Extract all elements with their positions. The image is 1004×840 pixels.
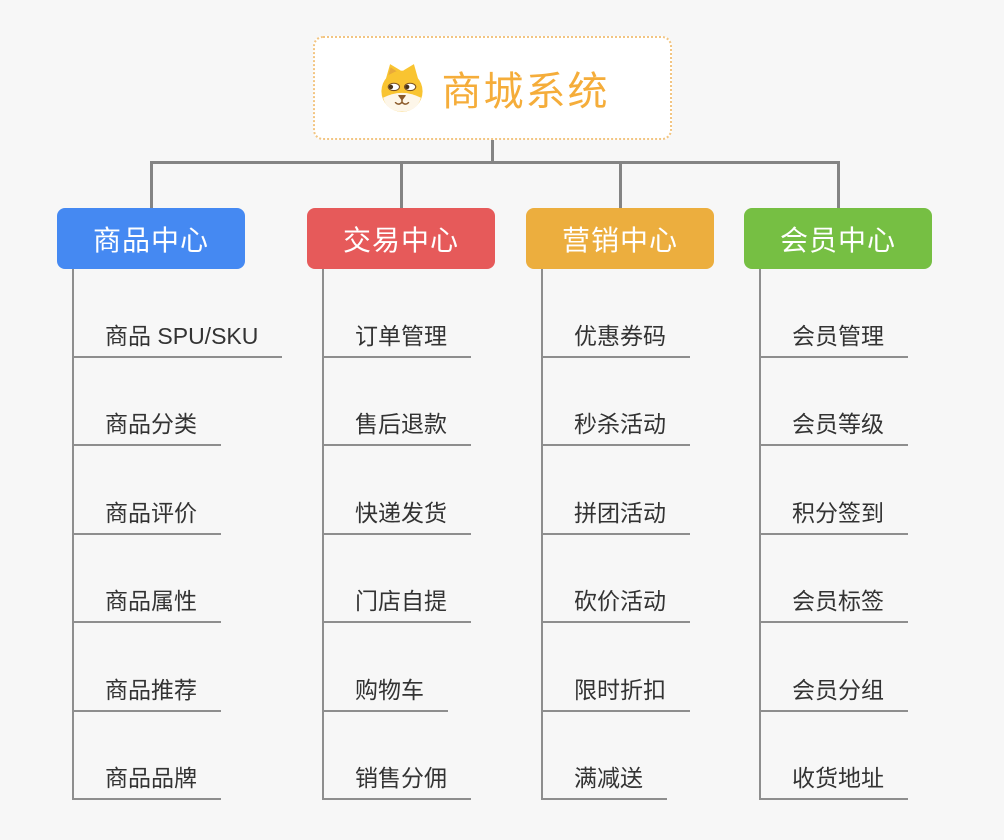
leaf-node[interactable]: 会员分组	[759, 672, 908, 712]
leaf-node-label: 商品评价	[105, 500, 197, 526]
branch-connector-stub-1	[399, 161, 403, 208]
branch-node-label: 会员中心	[779, 224, 896, 256]
root-node[interactable]: 商城系统	[313, 36, 672, 140]
leaf-node-label: 快递发货	[355, 500, 447, 526]
leaf-node[interactable]: 秒杀活动	[541, 406, 690, 446]
leaf-node[interactable]: 售后退款	[322, 406, 471, 446]
leaf-node[interactable]: 满减送	[541, 760, 667, 800]
leaf-node-label: 优惠券码	[574, 323, 666, 349]
leaf-node[interactable]: 商品 SPU/SKU	[72, 318, 283, 358]
root-node-title: 商城系统	[441, 70, 610, 114]
branch-connector-stub-0	[149, 161, 153, 208]
leaf-node[interactable]: 购物车	[322, 672, 448, 712]
branch-node-3[interactable]: 会员中心	[744, 208, 932, 269]
leaf-node[interactable]: 会员等级	[759, 406, 908, 446]
branch-node-label: 营销中心	[561, 224, 678, 256]
leaf-node-label: 售后退款	[355, 411, 447, 437]
leaf-node[interactable]: 积分签到	[759, 495, 908, 535]
leaf-node[interactable]: 商品推荐	[72, 672, 221, 712]
leaf-node[interactable]: 销售分佣	[322, 760, 471, 800]
leaf-node-label: 满减送	[574, 765, 643, 791]
leaf-node[interactable]: 会员标签	[759, 583, 908, 623]
leaf-node-label: 会员标签	[792, 588, 884, 614]
leaf-node[interactable]: 优惠券码	[541, 318, 690, 358]
leaf-node-label: 会员等级	[792, 411, 884, 437]
branch-node-label: 商品中心	[92, 224, 209, 256]
leaf-node-label: 购物车	[355, 677, 424, 703]
dog-icon	[380, 64, 423, 112]
branch-connector-stub-3	[836, 161, 840, 208]
leaf-node-label: 限时折扣	[574, 677, 666, 703]
leaf-node-label: 商品 SPU/SKU	[105, 323, 259, 349]
branch-node-0[interactable]: 商品中心	[57, 208, 245, 269]
leaf-node-label: 会员管理	[792, 323, 884, 349]
leaf-node-label: 积分签到	[792, 500, 884, 526]
leaf-node[interactable]: 商品品牌	[72, 760, 221, 800]
leaf-node-label: 秒杀活动	[574, 411, 666, 437]
leaf-node-label: 商品分类	[105, 411, 197, 437]
leaf-node[interactable]: 商品分类	[72, 406, 221, 446]
leaf-node[interactable]: 砍价活动	[541, 583, 690, 623]
leaf-node-label: 会员分组	[792, 677, 884, 703]
leaf-node-label: 销售分佣	[355, 765, 447, 791]
branch-node-label: 交易中心	[342, 224, 459, 256]
leaf-node[interactable]: 订单管理	[322, 318, 471, 358]
branches-connector-rail	[149, 161, 840, 164]
leaf-node[interactable]: 商品评价	[72, 495, 221, 535]
branch-connector-stub-2	[618, 161, 622, 208]
leaf-node-label: 订单管理	[355, 323, 447, 349]
leaf-node-label: 商品属性	[105, 588, 197, 614]
leaf-node-label: 门店自提	[355, 588, 447, 614]
leaf-node-label: 商品品牌	[105, 765, 197, 791]
leaf-node-label: 收货地址	[792, 765, 884, 791]
root-connector-stub	[491, 140, 494, 164]
leaf-node[interactable]: 快递发货	[322, 495, 471, 535]
leaf-node-label: 拼团活动	[574, 500, 666, 526]
leaf-node[interactable]: 收货地址	[759, 760, 908, 800]
leaf-node[interactable]: 拼团活动	[541, 495, 690, 535]
leaf-node[interactable]: 商品属性	[72, 583, 221, 623]
leaf-node[interactable]: 门店自提	[322, 583, 471, 623]
leaf-node[interactable]: 限时折扣	[541, 672, 690, 712]
leaf-node[interactable]: 会员管理	[759, 318, 908, 358]
branch-node-1[interactable]: 交易中心	[307, 208, 495, 269]
leaf-node-label: 商品推荐	[105, 677, 197, 703]
leaf-node-label: 砍价活动	[574, 588, 666, 614]
branch-node-2[interactable]: 营销中心	[526, 208, 714, 269]
